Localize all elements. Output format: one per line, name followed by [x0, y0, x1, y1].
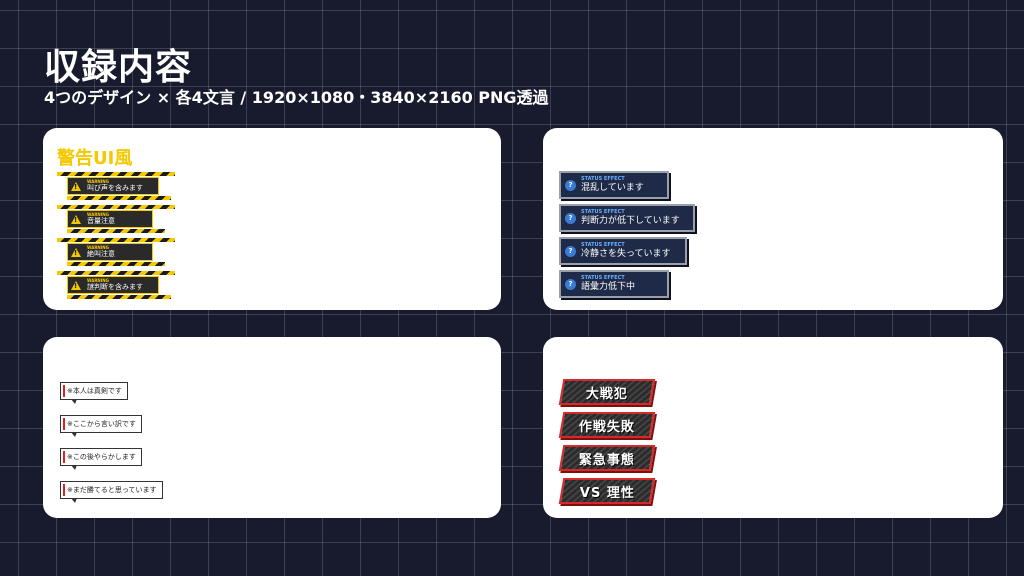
warning-label-item: WARNING 音量注意	[57, 205, 177, 233]
warning-label-item: WARNING 絶叫注意	[57, 238, 177, 266]
title-tag-panel: 大戦犯 作戦失敗 緊急事態 VS 理性	[543, 337, 1003, 518]
hazard-stripe	[57, 205, 175, 209]
hazard-stripe	[57, 172, 175, 176]
warning-box: WARNING 音量注意	[67, 210, 153, 228]
hazard-stripe	[67, 262, 165, 266]
status-effect-item: ? STATUS EFFECT 判断力が低下しています	[559, 204, 695, 232]
hazard-stripe	[57, 238, 175, 242]
question-icon: ?	[565, 179, 576, 191]
bubble-label: ※この後やらかします	[67, 453, 136, 461]
warning-box: WARNING 謎判断を含みます	[67, 276, 159, 294]
question-icon: ?	[565, 278, 576, 290]
warning-label: 謎判断を含みます	[87, 283, 143, 291]
status-label: 混乱しています	[581, 183, 644, 193]
status-badge: STATUS EFFECT	[581, 242, 625, 248]
title-tag: 作戦失敗	[558, 412, 656, 438]
hazard-stripe	[67, 196, 171, 200]
hazard-stripe	[67, 295, 171, 299]
question-icon: ?	[565, 245, 576, 257]
bubble-label: ※まだ勝てると思っています	[67, 486, 157, 494]
warning-badge: WARNING	[87, 245, 109, 250]
title-tag-label: VS 理性	[579, 485, 635, 501]
hazard-stripe	[67, 229, 165, 233]
title-tag-label: 作戦失敗	[578, 419, 635, 435]
bubble-tail	[71, 432, 77, 437]
status-label: 判断力が低下しています	[581, 216, 680, 226]
hazard-stripe	[57, 271, 175, 275]
warning-style-panel: 警告UI風 WARNING 叫び声を含みます WARNING 音量注意	[43, 128, 501, 310]
title-tag: VS 理性	[558, 478, 656, 504]
warning-triangle-icon	[71, 181, 81, 191]
bubble-label: ※ここから言い訳です	[67, 420, 136, 428]
status-badge: STATUS EFFECT	[581, 176, 625, 182]
bubble-tail	[71, 465, 77, 470]
status-label: 語彙力低下中	[581, 282, 636, 292]
status-effect-item: ? STATUS EFFECT 語彙力低下中	[559, 270, 669, 298]
warning-label: 絶叫注意	[87, 250, 115, 258]
speech-bubble: ※まだ勝てると思っています	[60, 481, 163, 503]
warning-box: WARNING 絶叫注意	[67, 243, 153, 261]
speech-bubble: ※本人は真剣です	[60, 382, 128, 404]
warning-triangle-icon	[71, 280, 81, 290]
warning-triangle-icon	[71, 214, 81, 224]
status-label: 冷静さを失っています	[581, 249, 671, 259]
status-badge: STATUS EFFECT	[581, 209, 625, 215]
warning-label-item: WARNING 謎判断を含みます	[57, 271, 177, 299]
warning-label-item: WARNING 叫び声を含みます	[57, 172, 177, 200]
status-effect-item: ? STATUS EFFECT 冷静さを失っています	[559, 237, 687, 265]
warning-badge: WARNING	[87, 212, 109, 217]
warning-triangle-icon	[71, 247, 81, 257]
warning-badge: WARNING	[87, 179, 109, 184]
warning-label: 音量注意	[87, 217, 115, 225]
status-badge: STATUS EFFECT	[581, 275, 625, 281]
title-tag-label: 大戦犯	[585, 386, 628, 402]
speech-bubble: ※この後やらかします	[60, 448, 142, 470]
question-icon: ?	[565, 212, 576, 224]
speech-bubble: ※ここから言い訳です	[60, 415, 142, 437]
speech-bubble-panel: ※本人は真剣です ※ここから言い訳です ※この後やらかします ※まだ勝てると思っ…	[43, 337, 501, 518]
bubble-tail	[71, 498, 77, 503]
bubble-tail	[71, 399, 77, 404]
page-subtitle: 4つのデザイン × 各4文言 / 1920×1080・3840×2160 PNG…	[44, 88, 549, 107]
warning-badge: WARNING	[87, 278, 109, 283]
bubble-label: ※本人は真剣です	[67, 387, 122, 395]
warning-box: WARNING 叫び声を含みます	[67, 177, 159, 195]
title-tag: 大戦犯	[558, 379, 656, 405]
status-effect-panel: ? STATUS EFFECT 混乱しています ? STATUS EFFECT …	[543, 128, 1003, 310]
title-tag-label: 緊急事態	[578, 452, 635, 468]
warning-panel-heading: 警告UI風	[57, 148, 133, 169]
title-tag: 緊急事態	[558, 445, 656, 471]
page-title: 収録内容	[44, 47, 193, 88]
status-effect-item: ? STATUS EFFECT 混乱しています	[559, 171, 669, 199]
warning-label: 叫び声を含みます	[87, 184, 143, 192]
